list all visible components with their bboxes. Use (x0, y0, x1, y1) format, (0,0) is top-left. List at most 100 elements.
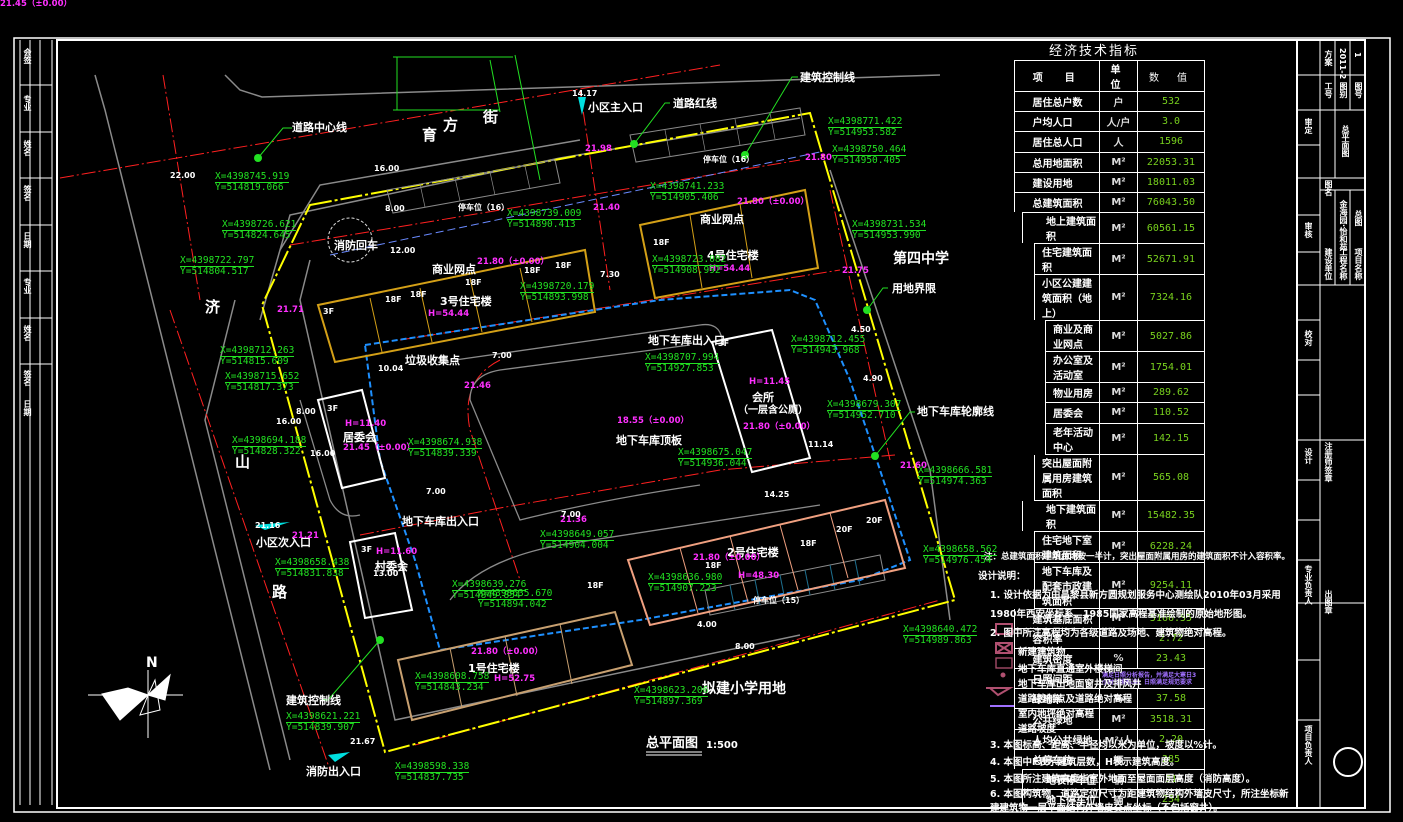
floor-label: 18F (587, 581, 604, 590)
building-4-outline (638, 188, 820, 300)
coordinate-value: Y=514815.609 (220, 356, 289, 367)
parking-label: 停车位（16） (703, 155, 755, 164)
legend-item: 新建建筑物 (1018, 647, 1066, 658)
legend-symbols (986, 623, 1015, 707)
elev-label: 21.46 (464, 381, 491, 391)
coordinate-value: X=4398731.534 (852, 219, 927, 231)
tb-label: 出图章 (1324, 590, 1333, 614)
tb-date: 2011-2 (1338, 48, 1347, 80)
coordinate-value: Y=514894.042 (478, 599, 547, 610)
tb-label: 图号 (1354, 82, 1363, 98)
dim-label: 16.00 (276, 417, 302, 426)
floor-label: 18F (465, 278, 482, 287)
north-arrow-icon (88, 670, 183, 738)
strip-label: 专业 (23, 95, 32, 111)
garage-roof-label: 地下车库顶板 (616, 434, 682, 447)
callout-road-center: 道路中心线 (292, 121, 347, 134)
tb-drawing-name: 总平面图 (1341, 125, 1350, 157)
school-label: 第四中学 (893, 251, 949, 267)
building-3-outline (316, 248, 597, 364)
leader-lines (257, 76, 915, 701)
resident-committee-outline (316, 388, 387, 490)
floor-label: 18F (555, 261, 572, 270)
elev-label: 21.71 (277, 305, 304, 315)
coordinate-value: X=4398739.009 (507, 208, 582, 220)
row-value: 1596 (1137, 131, 1205, 153)
row-value: 52671.91 (1137, 243, 1205, 276)
row-value: 6228.24 (1137, 530, 1205, 563)
row-unit: M² (1099, 453, 1138, 501)
building-1-label: 1号住宅楼 (468, 662, 520, 675)
sub-entrance-label: 小区次入口 (256, 536, 311, 549)
econ-table-title: 经济技术指标 (1048, 44, 1139, 59)
coordinate-value: Y=514839.339 (408, 448, 477, 459)
floor-label: 18F (385, 295, 402, 304)
floor-label: 18F (410, 290, 427, 299)
coordinate-value: Y=514849.854 (452, 590, 521, 601)
row-unit: 人/户 (1099, 111, 1138, 133)
fire-entrance-label: 消防出入口 (306, 765, 361, 778)
dim-label: 16.00 (374, 164, 400, 173)
fire-turnaround-label: 消防回车 (334, 239, 378, 252)
coordinate-value: Y=514839.907 (286, 722, 355, 733)
coordinate-value: X=4398679.307 (827, 399, 902, 411)
coordinate-value: Y=514908.992 (652, 265, 721, 276)
resident-committee-label: 居委会 (343, 431, 376, 444)
legend-item: 室内地坪绝对高程 (1018, 709, 1095, 720)
elev-label: H=48.30 (738, 571, 780, 581)
row-unit: M² (1099, 243, 1138, 276)
elev-label: H=11.40 (345, 419, 387, 429)
callout-garage-outline: 地下车库轮廓线 (917, 405, 994, 418)
coordinate-value: X=4398715.652 (225, 371, 300, 383)
village-committee-outline (348, 531, 414, 620)
dim-label: 4.90 (863, 374, 883, 383)
floor-label: 18F (524, 266, 541, 275)
note-text: 4. 本图中F表示建筑层数，H表示建筑高度。 (990, 757, 1180, 768)
row-label: 居住总人口 (1013, 131, 1100, 153)
shop-label: 商业网点 (700, 213, 744, 226)
floor-label: 3F (323, 307, 335, 316)
row-unit: M² (1099, 151, 1138, 173)
tb-item: 总图 (1354, 210, 1363, 226)
coordinate-value: X=4398649.057 (540, 529, 615, 541)
street-char: 育 (422, 126, 438, 144)
row-value: 2.72 (1137, 627, 1205, 649)
row-value: 15482.35 (1137, 499, 1205, 532)
tb-role: 设计 (1304, 448, 1313, 464)
row-label: 商业及商业网点 (983, 320, 1100, 353)
strip-label: 姓名 (23, 140, 32, 156)
coordinate-value: Y=514950.405 (832, 155, 901, 166)
tb-project: 金海园·怡和苑 (1339, 200, 1348, 252)
table-row: 绿地率%37.58 (1013, 688, 1205, 710)
row-value: 110.52 (1137, 402, 1205, 424)
row-label: 物业用房 (983, 382, 1100, 404)
row-value: 22053.31 (1137, 151, 1205, 173)
strip-label: 签名 (23, 185, 32, 201)
dim-label: 13.00 (373, 569, 399, 578)
coordinate-value: Y=514893.998 (520, 292, 589, 303)
elev-label: 21.80（±0.00） (743, 422, 815, 432)
dim-label: 21.16 (255, 521, 281, 530)
elev-label: 21.36 (560, 515, 587, 525)
elev-label: 21.80（±0.00） (693, 553, 765, 563)
design-notes: 注：总建筑面积中阳台均按一半计，突出屋面附属用房的建筑面积不计入容积率。 设计说… (978, 548, 1293, 816)
tb-role: 项目负责人 (1304, 725, 1313, 765)
drawing-title: 总平面图 (646, 736, 699, 751)
row-value: 234 (1137, 789, 1205, 811)
